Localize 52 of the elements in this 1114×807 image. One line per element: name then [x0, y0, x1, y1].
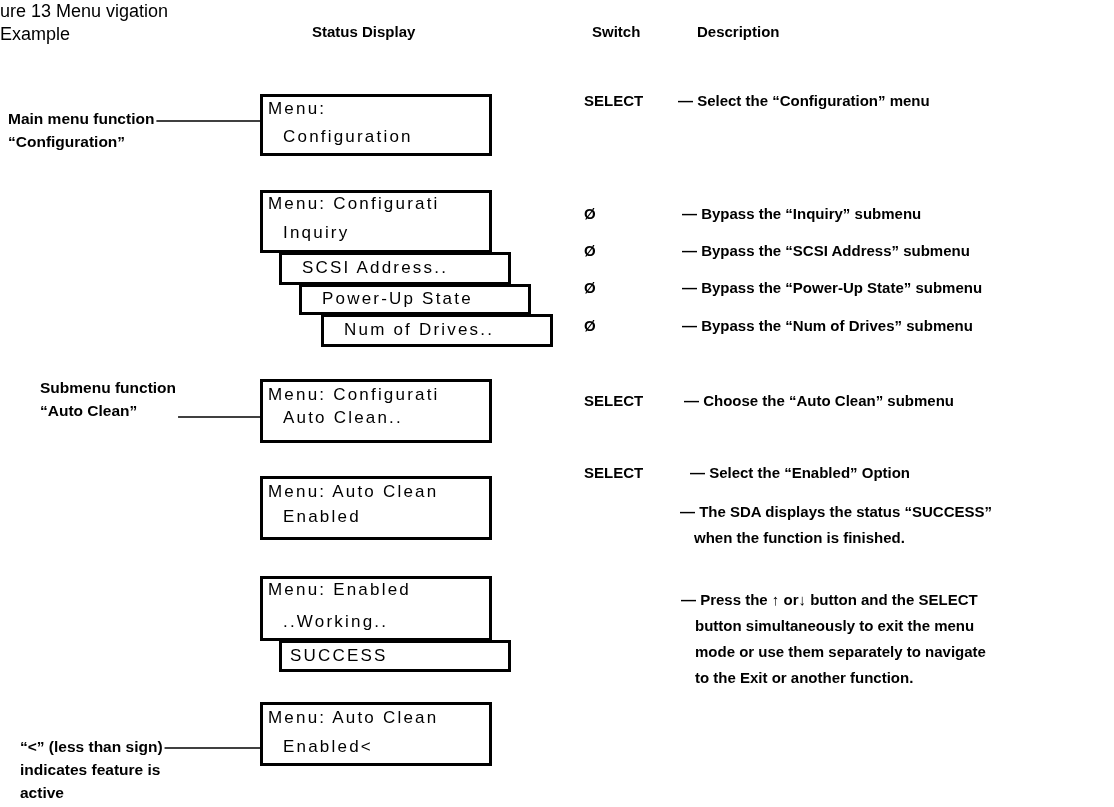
lcd-display-box [260, 576, 492, 641]
lcd-display-box [260, 94, 492, 156]
lcd-display-box [260, 190, 492, 253]
display-text: Auto Clean.. [283, 408, 403, 428]
switch-name: SELECT [584, 391, 645, 411]
description-text: — Bypass the “Power-Up State” submenu [682, 278, 984, 298]
description-text: — Bypass the “Inquiry” submenu [682, 204, 923, 224]
lcd-display-box [321, 314, 553, 347]
display-text: Num of Drives.. [344, 320, 495, 340]
leader-line [155, 120, 261, 122]
display-text: Menu: [268, 99, 327, 119]
note-text: — Press the ↑ or↓ button and the SELECT button simultaneously to exit the menu mode or use them separately to navigate to the Exit or another function. [681, 590, 987, 688]
description-text: — Bypass the “Num of Drives” submenu [682, 316, 974, 336]
display-text: Menu: Configurati [268, 194, 440, 214]
switch-symbol: Ø [584, 316, 597, 336]
switch-name: SELECT [584, 463, 645, 483]
lcd-display-box [260, 379, 492, 443]
display-text: Menu: Enabled [268, 580, 411, 600]
lcd-display-box [260, 476, 492, 540]
description-text: — Select the “Enabled” Option [690, 463, 912, 483]
callout-text: Submenu function “Auto Clean” [40, 376, 200, 422]
display-text: Enabled< [283, 737, 373, 757]
figure-title: ure 13 Menu vigation Example [0, 0, 170, 46]
description-text: — Choose the “Auto Clean” submenu [684, 391, 955, 411]
callout-text: Main menu function “Configuration” [8, 107, 218, 153]
switch-symbol: Ø [584, 241, 597, 261]
column-heading: Status Display [312, 22, 417, 42]
display-text: Menu: Auto Clean [268, 708, 439, 728]
column-heading: Description [697, 22, 781, 42]
switch-symbol: Ø [584, 278, 597, 298]
leader-line [163, 747, 261, 749]
switch-name: SELECT [584, 91, 645, 111]
display-text: Inquiry [283, 223, 350, 243]
display-text: Menu: Auto Clean [268, 482, 439, 502]
lcd-display-box [299, 284, 531, 315]
lcd-display-box [279, 252, 511, 285]
description-text: — Select the “Configuration” menu [678, 91, 931, 111]
description-text: — Bypass the “SCSI Address” submenu [682, 241, 971, 261]
display-text: Enabled [283, 507, 361, 527]
note-text: — The SDA displays the status “SUCCESS” when the function is finished. [680, 502, 993, 548]
switch-symbol: Ø [584, 204, 597, 224]
display-text: ..Working.. [283, 612, 389, 632]
display-text: SCSI Address.. [302, 258, 449, 278]
display-text: Power-Up State [322, 289, 473, 309]
column-heading: Switch [592, 22, 642, 42]
display-text: SUCCESS [290, 646, 388, 666]
callout-text: “<” (less than sign) indicates feature is active [20, 735, 200, 804]
display-text: Configuration [283, 127, 413, 147]
lcd-display-box [279, 640, 511, 672]
display-text: Menu: Configurati [268, 385, 440, 405]
lcd-display-box [260, 702, 492, 766]
leader-line [177, 416, 261, 418]
